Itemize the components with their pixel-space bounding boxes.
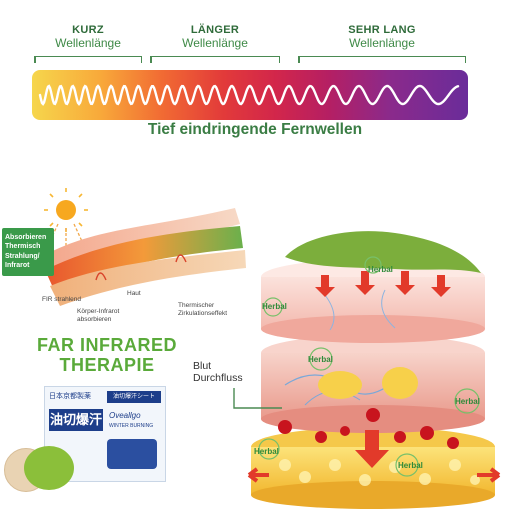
zirk-label: Thermischer Zirkulationseffekt (178, 302, 228, 317)
package-main-title: 油切爆汗 (49, 409, 103, 431)
wavelength-short-bracket (34, 56, 142, 63)
blood-flow-label: Blut Durchfluss (193, 360, 243, 384)
koerper-label: Körper-Infrarot absorbieren (77, 308, 120, 323)
wavelength-verylong-bracket (298, 56, 466, 63)
wavelength-verylong-title: SEHR LANG (348, 24, 416, 36)
skin-layer-diagram (247, 231, 501, 509)
blood-cells (278, 408, 459, 449)
blood-flow-pointer-icon (233, 388, 282, 409)
wavelength-longer-header: LÄNGER Wellenlänge (150, 24, 280, 63)
herbal-label-6: Herbal (398, 461, 423, 470)
blood-flow-line1: Blut (193, 360, 212, 372)
fir-label: FIR strahlend (42, 296, 82, 303)
herbal-bubbles (258, 256, 480, 477)
herbal-label-3: Herbal (308, 355, 333, 364)
package-brand-sub: WINTER BURNING (109, 423, 154, 429)
wavelength-spectrum-bar (32, 70, 468, 120)
package-brand: Oveallgo (109, 411, 141, 420)
therapy-title-line2: THERAPIE (59, 355, 155, 375)
therapy-title: FAR INFRARED THERAPIE (22, 335, 192, 375)
package-body-image (107, 439, 157, 469)
wave-line-icon (38, 84, 460, 106)
wavelength-longer-sub: Wellenlänge (182, 36, 248, 50)
product-package: 日本京都製薬 油切爆汗シート 油切爆汗 Oveallgo WINTER BURN… (44, 386, 166, 482)
package-tag: 油切爆汗シート (107, 391, 161, 403)
wavelength-longer-bracket (150, 56, 280, 63)
green-patch (24, 446, 74, 490)
herbal-label-4: Herbal (455, 397, 480, 406)
wavelength-short-title: KURZ (72, 24, 104, 36)
herbal-label-1: Herbal (368, 265, 393, 274)
patch-on-skin (285, 231, 481, 273)
absorb-label: Absorbieren Thermisch Strahlung/ Infraro… (2, 228, 54, 276)
therapy-title-line1: FAR INFRARED (37, 335, 177, 355)
haut-label: Haut (127, 290, 141, 297)
wavelength-verylong-header: SEHR LANG Wellenlänge (298, 24, 466, 63)
headline: Tief eindringende Fernwellen (147, 121, 363, 138)
package-maker: 日本京都製薬 (49, 393, 91, 400)
sun-icon (44, 188, 88, 232)
wavelength-longer-title: LÄNGER (190, 24, 240, 36)
infrared-diagram (40, 188, 246, 306)
herbal-label-2: Herbal (262, 302, 287, 311)
herbal-label-5: Herbal (254, 447, 279, 456)
wavelength-short-header: KURZ Wellenlänge (34, 24, 142, 63)
wavelength-short-sub: Wellenlänge (55, 36, 121, 50)
wavelength-verylong-sub: Wellenlänge (349, 36, 415, 50)
heat-arrows (247, 271, 501, 483)
blood-flow-line2: Durchfluss (193, 372, 243, 384)
